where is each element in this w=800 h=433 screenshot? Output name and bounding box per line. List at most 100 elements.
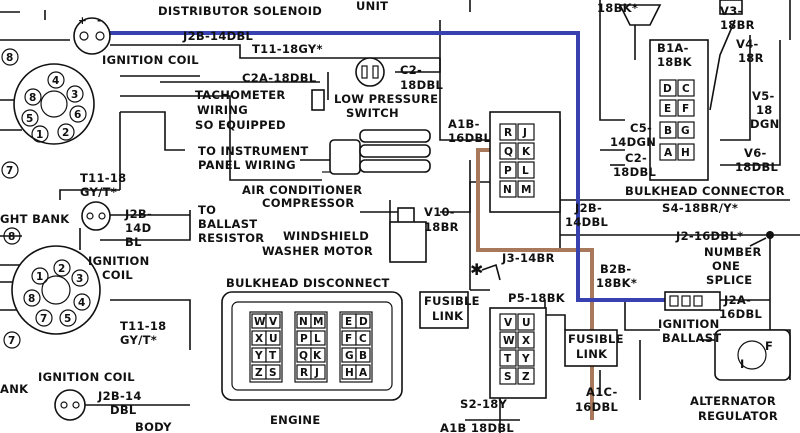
svg-text:4: 4 (52, 75, 59, 87)
svg-text:A: A (664, 147, 673, 159)
svg-text:Q: Q (299, 350, 308, 362)
svg-text:4: 4 (78, 297, 85, 309)
svg-text:U: U (522, 317, 531, 329)
label-b1a-18bk: 18BK (657, 55, 693, 69)
svg-text:J: J (522, 127, 527, 139)
svg-text:C: C (682, 83, 690, 95)
label-c5-14dgn: 14DGN (610, 135, 656, 149)
label-windshield: WINDSHIELD (283, 229, 369, 243)
ignition-coil-bottom-connector (54, 389, 190, 421)
svg-text:7: 7 (6, 165, 13, 177)
label-j2a-16dbl: 16DBL (719, 307, 763, 321)
label-a1c-16dbl: 16DBL (575, 400, 619, 414)
svg-text:S: S (504, 371, 512, 383)
svg-text:-: - (97, 15, 101, 27)
svg-text:W: W (254, 316, 266, 328)
svg-text:F: F (682, 103, 689, 115)
svg-text:D: D (359, 316, 368, 328)
svg-text:F: F (345, 333, 352, 345)
label-to-instrument: TO INSTRUMENT (198, 144, 309, 158)
label-link-2: LINK (576, 347, 608, 361)
label-b2b-18bk: 18BK* (596, 276, 637, 290)
label-v6: V6- (744, 146, 767, 160)
label-one: ONE (712, 259, 740, 273)
svg-text:K: K (313, 350, 322, 362)
svg-text:X: X (522, 335, 530, 347)
label-tachometer: TACHOMETER (195, 88, 286, 102)
label-bulkhead-connector: BULKHEAD CONNECTOR (625, 184, 785, 198)
label-j2b-14dbl-mid: 14DBL (565, 215, 609, 229)
svg-text:M: M (521, 184, 531, 196)
label-c2-18dbl-1: C2- (400, 63, 422, 77)
blue-wire (100, 31, 670, 302)
label-c2-18dbl-2: 18DBL (400, 78, 444, 92)
label-a1b-bottom: A1B 18DBL (440, 421, 514, 433)
label-v5-18: 18 (756, 103, 773, 117)
label-bl: BL (125, 235, 142, 249)
label-unit: UNIT (356, 0, 388, 13)
svg-text:8: 8 (6, 52, 13, 64)
svg-text:V: V (269, 316, 278, 328)
label-splice: SPLICE (706, 273, 752, 287)
label-coil-mid: COIL (102, 268, 133, 282)
svg-text:C: C (359, 333, 367, 345)
label-p5-18bk: P5-18BK (508, 291, 566, 305)
svg-text:H: H (681, 147, 690, 159)
svg-text:P: P (300, 333, 308, 345)
label-to: TO (198, 203, 216, 217)
label-ignition-coil-top: IGNITION COIL (102, 53, 199, 67)
label-so-equipped: SO EQUIPPED (195, 118, 286, 132)
label-switch: SWITCH (346, 106, 399, 120)
label-engine: ENGINE (270, 413, 320, 427)
svg-text:8: 8 (29, 92, 36, 104)
svg-text:G: G (681, 125, 690, 137)
brown-wire (476, 148, 594, 420)
svg-text:D: D (663, 83, 672, 95)
label-regulator: REGULATOR (698, 409, 778, 423)
fusible-link-2 (564, 329, 618, 367)
svg-text:G: G (345, 350, 354, 362)
label-v5-dgn: DGN (750, 117, 780, 131)
ignition-ballast (664, 291, 721, 311)
svg-text:K: K (522, 146, 531, 158)
svg-text:Y: Y (254, 350, 263, 362)
label-alternator: ALTERNATOR (690, 394, 776, 408)
label-panel-wiring: PANEL WIRING (198, 158, 296, 172)
svg-text:N: N (299, 316, 308, 328)
label-fusible-1: FUSIBLE (424, 294, 480, 308)
label-reg-i: I (740, 357, 745, 371)
alternator-regulator (700, 329, 791, 381)
svg-text:✱: ✱ (470, 260, 483, 279)
svg-text:1: 1 (36, 271, 43, 283)
svg-text:3: 3 (76, 273, 83, 285)
label-j2-16dbl: J2-16DBL* (675, 229, 743, 243)
label-a1c: A1C- (586, 385, 618, 399)
label-reg-f: F (765, 339, 773, 353)
label-v6-18dbl: 18DBL (735, 160, 779, 174)
label-14d: 14D (125, 221, 151, 235)
svg-text:R: R (504, 127, 512, 139)
svg-text:Q: Q (504, 146, 513, 158)
label-right-bank-top: GHT BANK (0, 212, 70, 226)
label-right-bank-bottom: ANK (0, 382, 29, 396)
connector-rjqk: R J Q K P L N M (489, 111, 561, 213)
label-j2b-14d: J2B- (124, 207, 152, 221)
svg-text:A: A (359, 367, 368, 379)
label-v4-18r: 18R (738, 51, 764, 65)
svg-text:M: M (313, 316, 323, 328)
svg-text:Y: Y (521, 353, 530, 365)
label-t11-bottom: T11-18 (120, 319, 166, 333)
svg-text:J: J (314, 367, 319, 379)
label-j2b-mid: J2B- (574, 201, 602, 215)
label-18br: 18BR (424, 220, 459, 234)
label-compressor: COMPRESSOR (262, 196, 354, 210)
washer-motor (389, 207, 427, 263)
label-s4-18br: S4-18BR/Y* (662, 201, 738, 215)
svg-text:E: E (345, 316, 352, 328)
label-washer-motor: WASHER MOTOR (262, 244, 373, 258)
label-ac: AIR CONDITIONER (242, 183, 362, 197)
label-a1b-16dbl: 16DBL (448, 131, 492, 145)
